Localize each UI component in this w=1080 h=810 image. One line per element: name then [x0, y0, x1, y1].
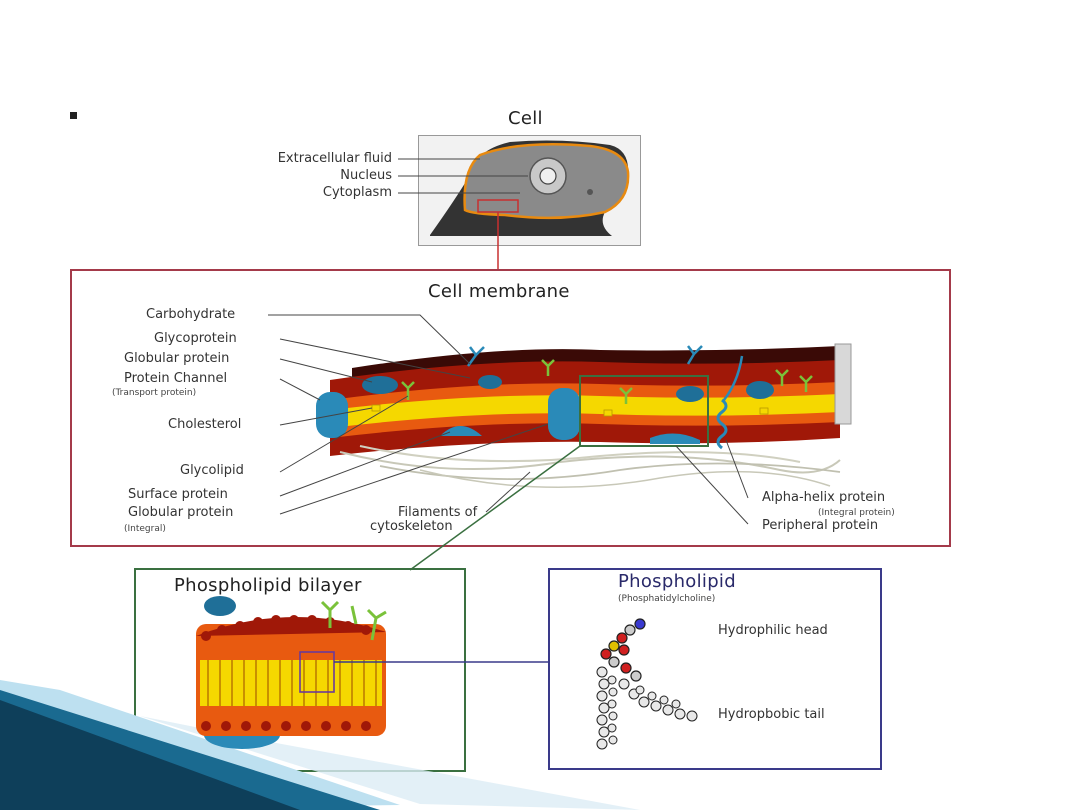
label-cholesterol: Cholesterol [168, 417, 242, 432]
label-globular-protein-integral: Globular protein [128, 505, 234, 520]
label-integral: (Integral) [124, 524, 166, 534]
label-protein-channel: Protein Channel [124, 371, 228, 386]
label-cytoplasm: Cytoplasm [322, 185, 392, 200]
phospholipid-frame [548, 568, 882, 770]
label-integral-protein: (Integral protein) [818, 508, 895, 518]
label-extracellular-fluid: Extracellular fluid [277, 151, 392, 166]
phospholipid-bilayer-title: Phospholipid bilayer [174, 575, 362, 596]
label-transport-protein: (Transport protein) [112, 388, 197, 398]
label-glycoprotein: Glycoprotein [154, 331, 237, 346]
phospholipid-molecule [600, 618, 646, 682]
phospholipid-subtitle: (Phosphatidylcholine) [618, 594, 716, 604]
slide-accent-wedge [0, 680, 640, 810]
phospholipid-tails [596, 666, 698, 750]
cell-title: Cell [508, 108, 543, 129]
label-globular-protein: Globular protein [124, 351, 230, 366]
label-carbohydrate: Carbohydrate [146, 307, 236, 322]
cell-membrane-title: Cell membrane [428, 281, 570, 302]
label-hydrophilic-head: Hydrophilic head [718, 623, 828, 638]
label-glycolipid: Glycolipid [180, 463, 244, 478]
label-peripheral-protein: Peripheral protein [762, 518, 879, 533]
label-hydrophobic-tail: Hydropbobic tail [718, 707, 825, 722]
phospholipid-bilayer-frame [134, 568, 466, 772]
label-nucleus: Nucleus [340, 168, 392, 183]
label-alpha-helix-protein: Alpha-helix protein [762, 490, 886, 505]
membrane-slab [316, 343, 852, 571]
bullet-marker [70, 112, 77, 119]
bilayer-illustration [196, 596, 548, 749]
membrane-leader-lines [268, 314, 749, 525]
label-surface-protein: Surface protein [128, 487, 228, 502]
label-cytoskeleton: cytoskeleton [370, 519, 453, 534]
label-filaments-of: Filaments of [398, 505, 478, 520]
cell-membrane-frame [70, 269, 951, 547]
cell-illustration [398, 140, 630, 269]
phospholipid-title: Phospholipid [618, 571, 736, 592]
